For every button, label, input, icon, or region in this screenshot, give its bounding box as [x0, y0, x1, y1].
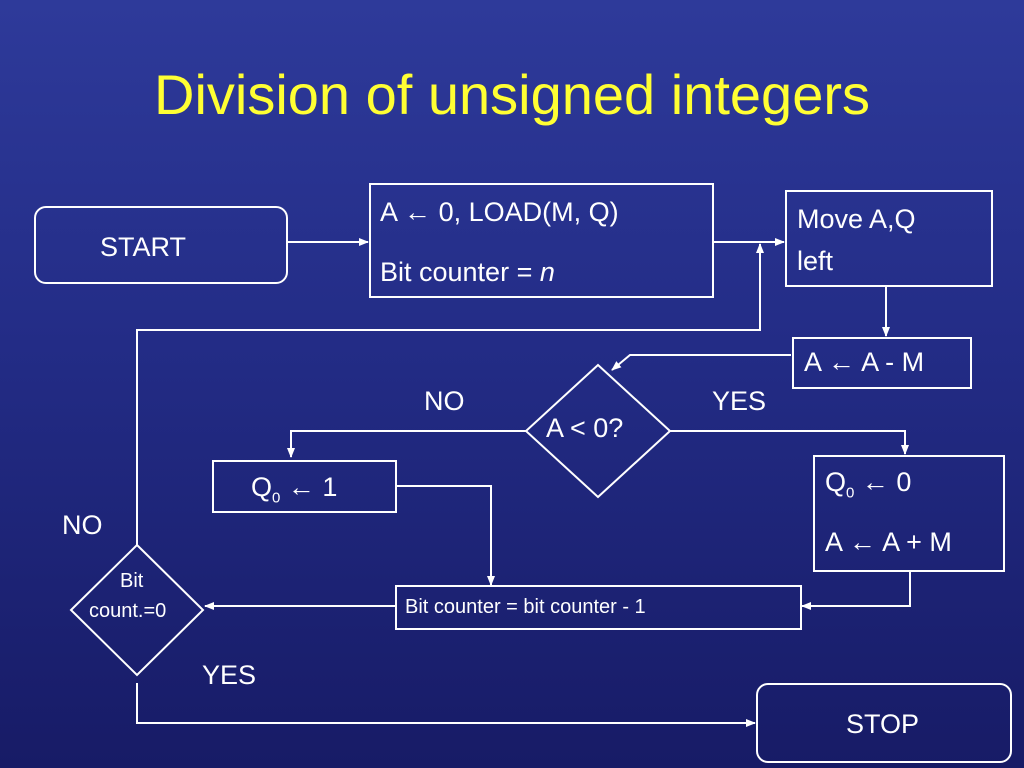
arrow-left-symbol: ←	[287, 472, 315, 502]
arrow-decision-no	[287, 430, 526, 458]
bitcount-line-2: count.=0	[89, 600, 167, 622]
decrement-text: Bit counter = bit counter - 1	[405, 596, 646, 618]
q0-set-one-text: Q0 ← 1	[251, 472, 337, 506]
decision-diamond-shape	[524, 363, 672, 499]
subtract-rhs: A - M	[861, 347, 925, 377]
slide-title: Division of unsigned integers	[154, 63, 870, 126]
q0-set-zero-value: 0	[896, 467, 912, 497]
init-counter-text: Bit counter =	[380, 257, 540, 287]
bitcount-diamond-shape	[69, 543, 205, 677]
q0-subscript: 0	[272, 489, 281, 507]
arrow-q0-to-decrement	[801, 571, 911, 610]
restore-text: A ← A + M	[825, 527, 952, 558]
start-label: START	[100, 232, 187, 262]
arrow-q1-to-decrement	[397, 485, 495, 586]
move-left-box: Move A,Q left	[785, 190, 993, 287]
yes-label-bottom: YES	[202, 660, 257, 690]
subtract-text: A ← A - M	[804, 347, 924, 378]
move-line-1: Move A,Q	[797, 204, 916, 234]
start-terminal: START	[34, 206, 288, 284]
arrow-decision-yes	[670, 430, 909, 455]
arrow-left-symbol: ←	[849, 527, 877, 557]
no-label-left: NO	[62, 510, 103, 540]
subtract-box: A ← A - M	[792, 337, 972, 389]
q0-set-one-box: Q0 ← 1	[212, 460, 397, 513]
arrow-bitcount-to-stop	[136, 683, 756, 727]
init-line-2: Bit counter = n	[380, 257, 555, 288]
no-label-top: NO	[424, 386, 465, 416]
arrow-loop-back	[136, 243, 764, 545]
arrow-left-symbol: ←	[861, 467, 889, 497]
q0-reg: Q	[251, 472, 273, 502]
subtract-reg-a: A	[804, 347, 821, 377]
arrow-left-symbol: ←	[828, 347, 856, 377]
q0-subscript: 0	[846, 484, 855, 502]
restore-rhs: A + M	[882, 527, 952, 557]
q0-set-zero-text: Q0 ← 0	[825, 467, 911, 501]
init-op-text: 0, LOAD(M, Q)	[438, 197, 619, 227]
decision-a-label: A < 0?	[546, 413, 624, 443]
arrow-left-symbol: ←	[404, 197, 432, 227]
stop-label: STOP	[846, 709, 920, 739]
init-line-1: A ← 0, LOAD(M, Q)	[380, 197, 619, 228]
init-counter-var: n	[539, 257, 555, 287]
init-process-box: A ← 0, LOAD(M, Q) Bit counter = n	[369, 183, 714, 298]
decrement-box: Bit counter = bit counter - 1	[395, 585, 802, 630]
arrow-sub-to-decision	[611, 354, 791, 371]
yes-label-top: YES	[712, 386, 767, 416]
move-line-2: left	[797, 246, 834, 276]
init-reg-a: A	[380, 197, 397, 227]
restore-reg-a: A	[825, 527, 842, 557]
stop-terminal: STOP	[756, 683, 1012, 763]
q0-reg: Q	[825, 467, 847, 497]
q0-set-one-value: 1	[322, 472, 338, 502]
restore-box: Q0 ← 0 A ← A + M	[813, 455, 1005, 572]
bitcount-line-1: Bit	[120, 570, 144, 592]
